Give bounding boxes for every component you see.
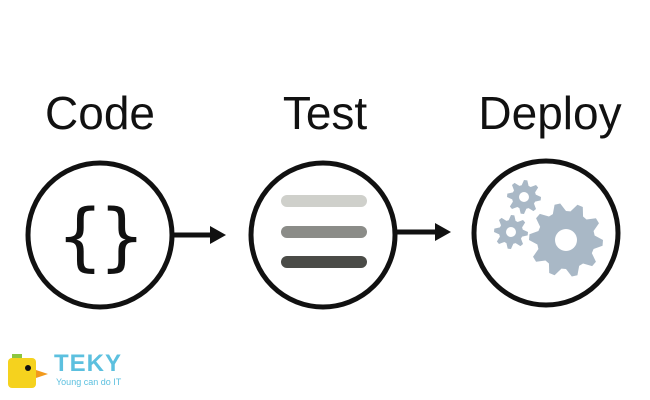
brand: TEKY Young can do IT [8, 350, 138, 395]
duck-logo-icon [8, 354, 48, 388]
arrow-code-to-test [172, 226, 226, 244]
stage-label-deploy: Deploy [478, 87, 622, 139]
test-stage [248, 160, 398, 310]
small-gear-top-hole [519, 192, 529, 202]
progress-bars-icon [281, 195, 367, 268]
brand-name: TEKY [54, 350, 123, 377]
small-gear-left-hole [506, 227, 516, 237]
svg-text:}: } [98, 194, 145, 280]
curly-braces-icon: { } [56, 194, 145, 280]
gears-icon [494, 180, 603, 277]
brand-slogan: Young can do IT [56, 377, 122, 387]
svg-text:{: { [56, 194, 103, 280]
arrow-test-to-deploy [395, 223, 451, 241]
code-stage: { } [25, 160, 175, 310]
stage-label-test: Test [282, 87, 368, 139]
large-gear-hole [555, 229, 577, 251]
deploy-stage [471, 158, 621, 308]
stage-label-code: Code [45, 87, 155, 139]
